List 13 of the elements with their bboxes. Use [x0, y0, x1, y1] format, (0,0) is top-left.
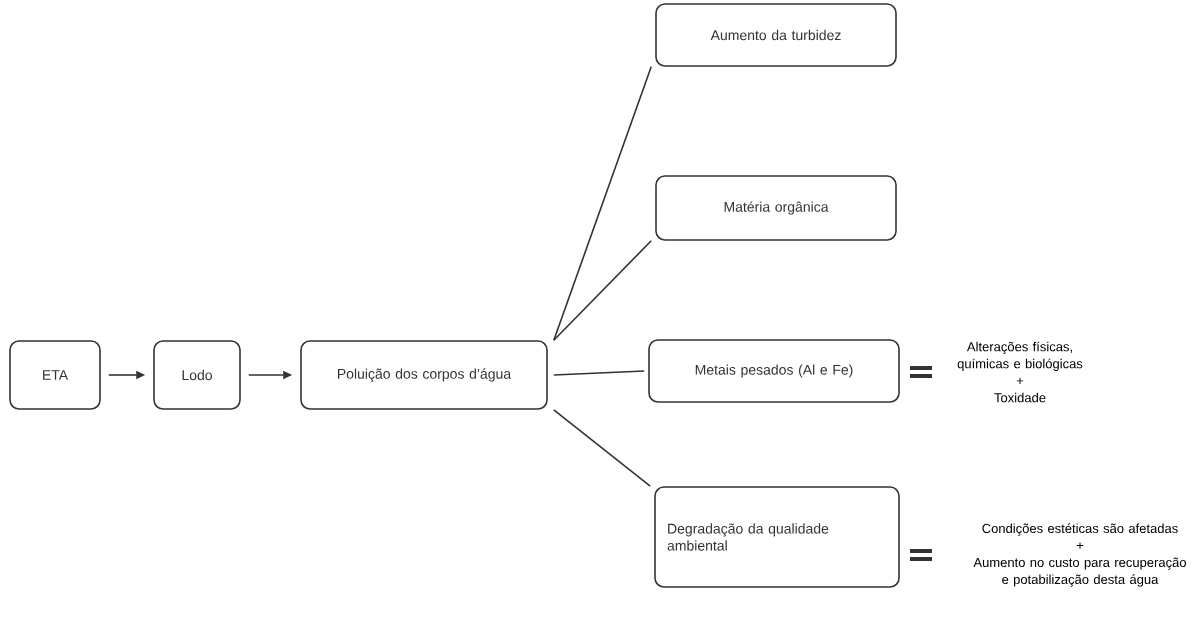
result-text: Condições estéticas são afetadas + Aumento no custo para recuperação e potabilização desta água: [973, 523, 1186, 587]
process-box: Degradação da qualidade ambiental: [654, 486, 900, 588]
result-text: Alterações físicas, químicas e biológicas + Toxidade: [957, 341, 1083, 403]
connector-line: [553, 409, 651, 487]
connector-line: [553, 370, 645, 376]
process-box: Matéria orgânica: [655, 175, 897, 241]
process-box: Poluição dos corpos d’água: [300, 340, 548, 410]
connector-line: [553, 240, 652, 341]
process-box: Aumento da turbidez: [655, 3, 897, 67]
process-box: Metais pesados (Al e Fe): [648, 339, 900, 403]
process-box: ETA: [9, 340, 101, 410]
process-box: Lodo: [153, 340, 241, 410]
connector-line: [553, 66, 652, 341]
